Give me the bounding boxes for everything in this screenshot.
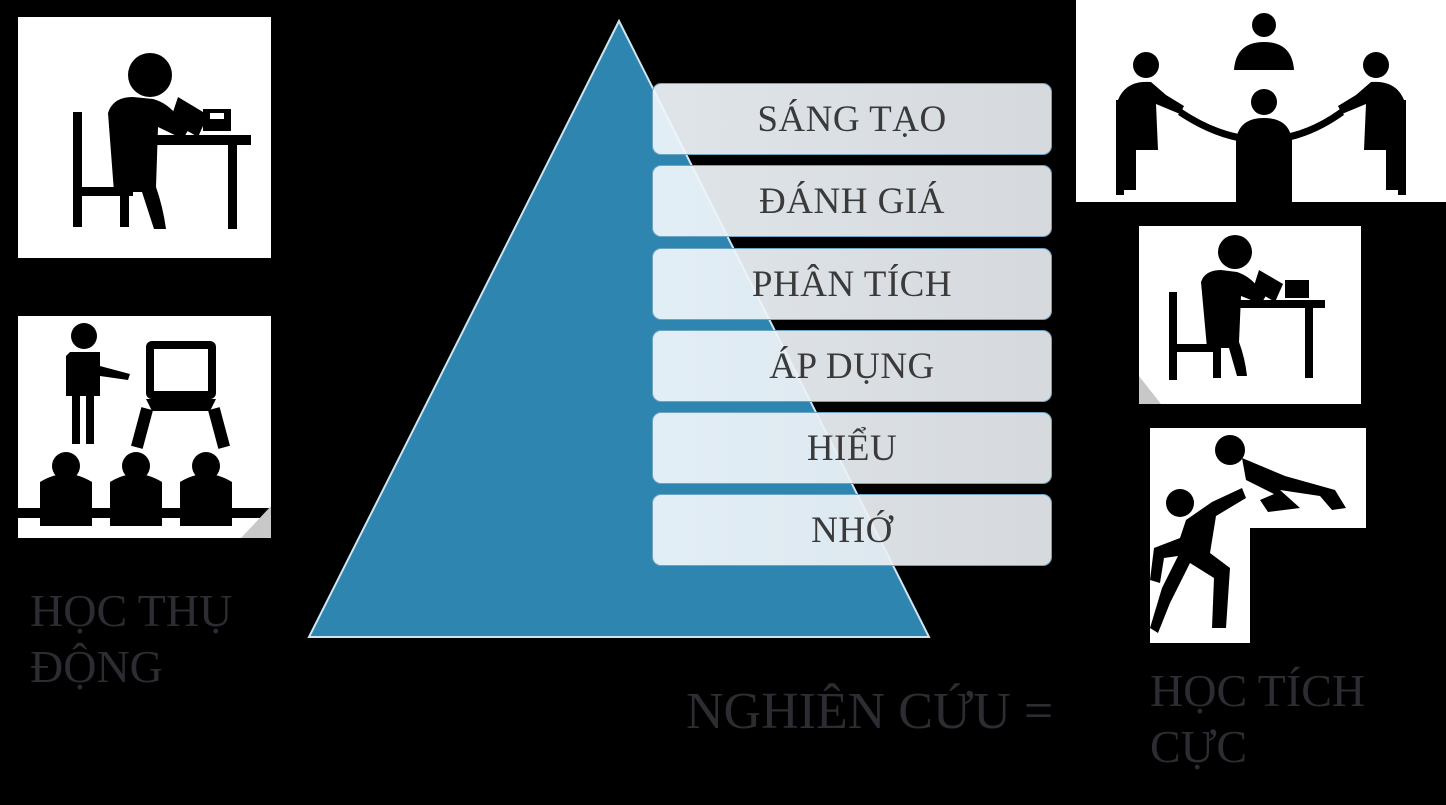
passive-learning-label: HỌC THỤ ĐỘNG bbox=[30, 585, 233, 692]
level-understand: HIỂU bbox=[652, 412, 1052, 484]
level-analyze: PHÂN TÍCH bbox=[652, 248, 1052, 320]
level-create: SÁNG TẠO bbox=[652, 83, 1052, 155]
active-learning-label: HỌC TÍCH CỰC bbox=[1150, 665, 1366, 772]
level-apply: ÁP DỤNG bbox=[652, 330, 1052, 402]
research-label: NGHIÊN CỨU = bbox=[686, 683, 1054, 740]
person-studying-icon bbox=[18, 17, 271, 258]
person-studying-icon bbox=[1139, 226, 1361, 404]
level-evaluate: ĐÁNH GIÁ bbox=[652, 165, 1052, 237]
group-discussion-icon bbox=[1076, 0, 1446, 202]
person-climbing-icon bbox=[1150, 428, 1366, 643]
teacher-lecturing-icon bbox=[18, 316, 271, 538]
level-remember: NHỚ bbox=[652, 494, 1052, 566]
